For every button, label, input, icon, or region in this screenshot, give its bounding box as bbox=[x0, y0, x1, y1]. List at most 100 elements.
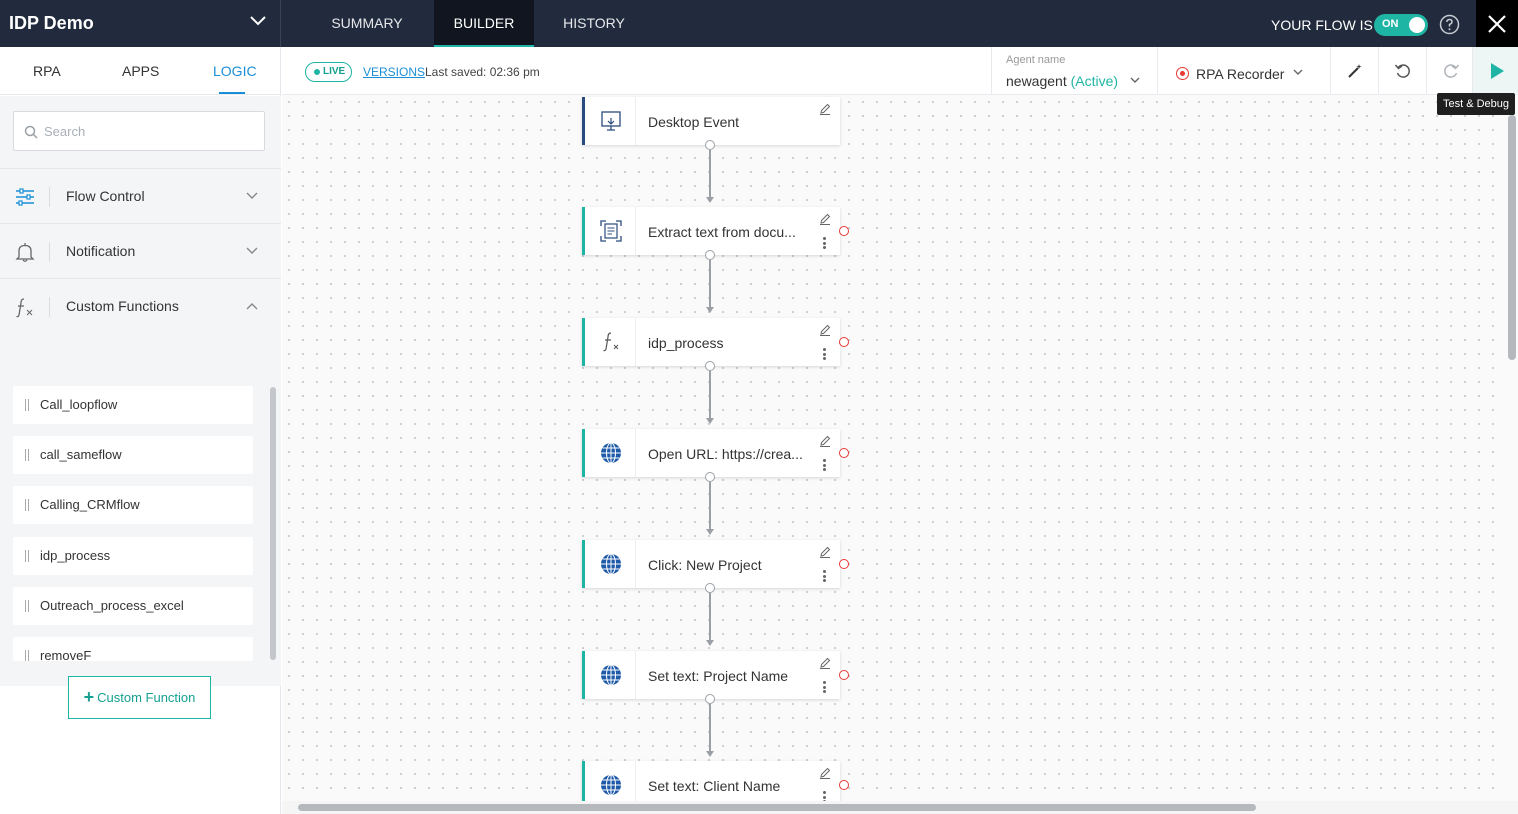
play-icon bbox=[1491, 63, 1504, 79]
agent-selector[interactable]: Agent name newagent (Active) bbox=[991, 47, 1157, 95]
bell-icon bbox=[15, 243, 35, 262]
output-port[interactable] bbox=[705, 250, 715, 260]
flow-node[interactable]: Set text: Project Name bbox=[582, 651, 849, 699]
arrow-down-icon bbox=[706, 307, 714, 313]
flow-node[interactable]: idp_process bbox=[582, 318, 849, 366]
flow-node[interactable]: Set text: Client Name bbox=[582, 761, 849, 801]
flow-node[interactable]: Desktop Event bbox=[582, 97, 840, 145]
flow-toggle-label: ON bbox=[1382, 18, 1399, 30]
output-port[interactable] bbox=[705, 583, 715, 593]
drag-handle-icon[interactable] bbox=[25, 449, 29, 461]
tab-summary[interactable]: SUMMARY bbox=[331, 15, 403, 31]
sliders-icon bbox=[16, 188, 34, 206]
more-options-icon[interactable] bbox=[823, 237, 826, 249]
tab-history[interactable]: HISTORY bbox=[563, 15, 625, 31]
live-badge: LIVE bbox=[305, 62, 352, 82]
edit-icon[interactable] bbox=[819, 103, 831, 115]
section-custom-functions[interactable]: Custom Functions bbox=[0, 278, 281, 333]
add-custom-function-button[interactable]: +Custom Function bbox=[68, 676, 211, 719]
drag-handle-icon[interactable] bbox=[25, 499, 29, 511]
section-flow-control[interactable]: Flow Control bbox=[0, 168, 281, 223]
scrollbar-thumb[interactable] bbox=[1508, 115, 1516, 360]
node-label: Set text: Client Name bbox=[648, 778, 781, 794]
section-divider bbox=[49, 187, 50, 207]
app-title-selector[interactable]: IDP Demo bbox=[0, 0, 281, 47]
sidebar-tab-apps[interactable]: APPS bbox=[122, 63, 160, 79]
output-port[interactable] bbox=[705, 472, 715, 482]
custom-function-item[interactable]: Calling_CRMflow bbox=[13, 486, 253, 524]
sidebar-body: Flow Control Notification Custom Functio… bbox=[0, 96, 281, 719]
node-divider bbox=[635, 540, 636, 588]
close-button[interactable] bbox=[1476, 0, 1518, 47]
versions-link[interactable]: VERSIONS bbox=[363, 65, 426, 79]
drag-handle-icon[interactable] bbox=[25, 650, 29, 661]
custom-function-label: idp_process bbox=[40, 548, 111, 563]
flow-node[interactable]: Open URL: https://crea... bbox=[582, 429, 849, 477]
search-input[interactable] bbox=[44, 120, 254, 142]
more-options-icon[interactable] bbox=[823, 570, 826, 582]
canvas-horizontal-scrollbar[interactable] bbox=[282, 801, 1518, 814]
help-icon[interactable] bbox=[1439, 14, 1460, 35]
app-title: IDP Demo bbox=[9, 13, 94, 33]
drag-handle-icon[interactable] bbox=[25, 550, 29, 562]
sidebar-tab-logic[interactable]: LOGIC bbox=[213, 63, 257, 79]
globe-icon bbox=[601, 664, 621, 686]
node-label: Open URL: https://crea... bbox=[648, 446, 803, 462]
scrollbar-thumb[interactable] bbox=[298, 804, 1256, 811]
node-label: Click: New Project bbox=[648, 557, 762, 573]
sidebar-tab-rpa[interactable]: RPA bbox=[33, 63, 61, 79]
flow-canvas[interactable]: Desktop Event Extract text from docu... … bbox=[282, 95, 1505, 801]
custom-function-item[interactable]: Outreach_process_excel bbox=[13, 587, 253, 625]
edit-icon[interactable] bbox=[819, 546, 831, 558]
more-options-icon[interactable] bbox=[823, 681, 826, 693]
test-debug-button[interactable] bbox=[1472, 47, 1518, 95]
chevron-down-icon[interactable] bbox=[248, 12, 268, 30]
edit-icon[interactable] bbox=[819, 213, 831, 225]
custom-function-item[interactable]: idp_process bbox=[13, 537, 253, 575]
rpa-recorder-dropdown[interactable]: RPA Recorder bbox=[1157, 47, 1330, 95]
function-icon bbox=[603, 332, 619, 352]
arrow-down-icon bbox=[706, 418, 714, 424]
output-port[interactable] bbox=[705, 694, 715, 704]
agent-status: (Active) bbox=[1070, 73, 1119, 89]
node-divider bbox=[635, 97, 636, 145]
edit-icon[interactable] bbox=[819, 324, 831, 336]
section-divider bbox=[49, 297, 50, 317]
edit-icon[interactable] bbox=[819, 657, 831, 669]
flow-node[interactable]: Extract text from docu... bbox=[582, 207, 849, 255]
active-tab-indicator bbox=[219, 92, 245, 94]
agent-caption: Agent name bbox=[1006, 54, 1066, 66]
error-port[interactable] bbox=[839, 670, 849, 680]
drag-handle-icon[interactable] bbox=[25, 600, 29, 612]
error-port[interactable] bbox=[839, 559, 849, 569]
chevron-down-icon bbox=[1130, 77, 1140, 83]
redo-button[interactable] bbox=[1426, 47, 1474, 95]
error-port[interactable] bbox=[839, 226, 849, 236]
flow-node[interactable]: Click: New Project bbox=[582, 540, 849, 588]
tab-builder[interactable]: BUILDER bbox=[434, 0, 534, 47]
edit-icon[interactable] bbox=[819, 767, 831, 779]
custom-function-item[interactable]: call_sameflow bbox=[13, 436, 253, 474]
output-port[interactable] bbox=[705, 361, 715, 371]
section-divider bbox=[49, 242, 50, 262]
drag-handle-icon[interactable] bbox=[25, 399, 29, 411]
more-options-icon[interactable] bbox=[823, 459, 826, 471]
magic-wand-button[interactable] bbox=[1330, 47, 1378, 95]
add-custom-function-label: Custom Function bbox=[97, 690, 196, 705]
error-port[interactable] bbox=[839, 780, 849, 790]
last-saved-text: Last saved: 02:36 pm bbox=[425, 65, 540, 79]
output-port[interactable] bbox=[705, 140, 715, 150]
custom-function-item[interactable]: removeF bbox=[13, 637, 253, 661]
more-options-icon[interactable] bbox=[823, 348, 826, 360]
custom-function-item[interactable]: Call_loopflow bbox=[13, 386, 253, 424]
canvas-vertical-scrollbar[interactable] bbox=[1505, 95, 1518, 801]
more-options-icon[interactable] bbox=[823, 791, 826, 801]
error-port[interactable] bbox=[839, 337, 849, 347]
edit-icon[interactable] bbox=[819, 435, 831, 447]
section-notification[interactable]: Notification bbox=[0, 223, 281, 278]
flow-toggle[interactable]: ON bbox=[1374, 14, 1428, 36]
function-list-scrollbar[interactable] bbox=[270, 387, 276, 660]
error-port[interactable] bbox=[839, 448, 849, 458]
close-icon bbox=[1488, 15, 1506, 33]
undo-button[interactable] bbox=[1378, 47, 1426, 95]
